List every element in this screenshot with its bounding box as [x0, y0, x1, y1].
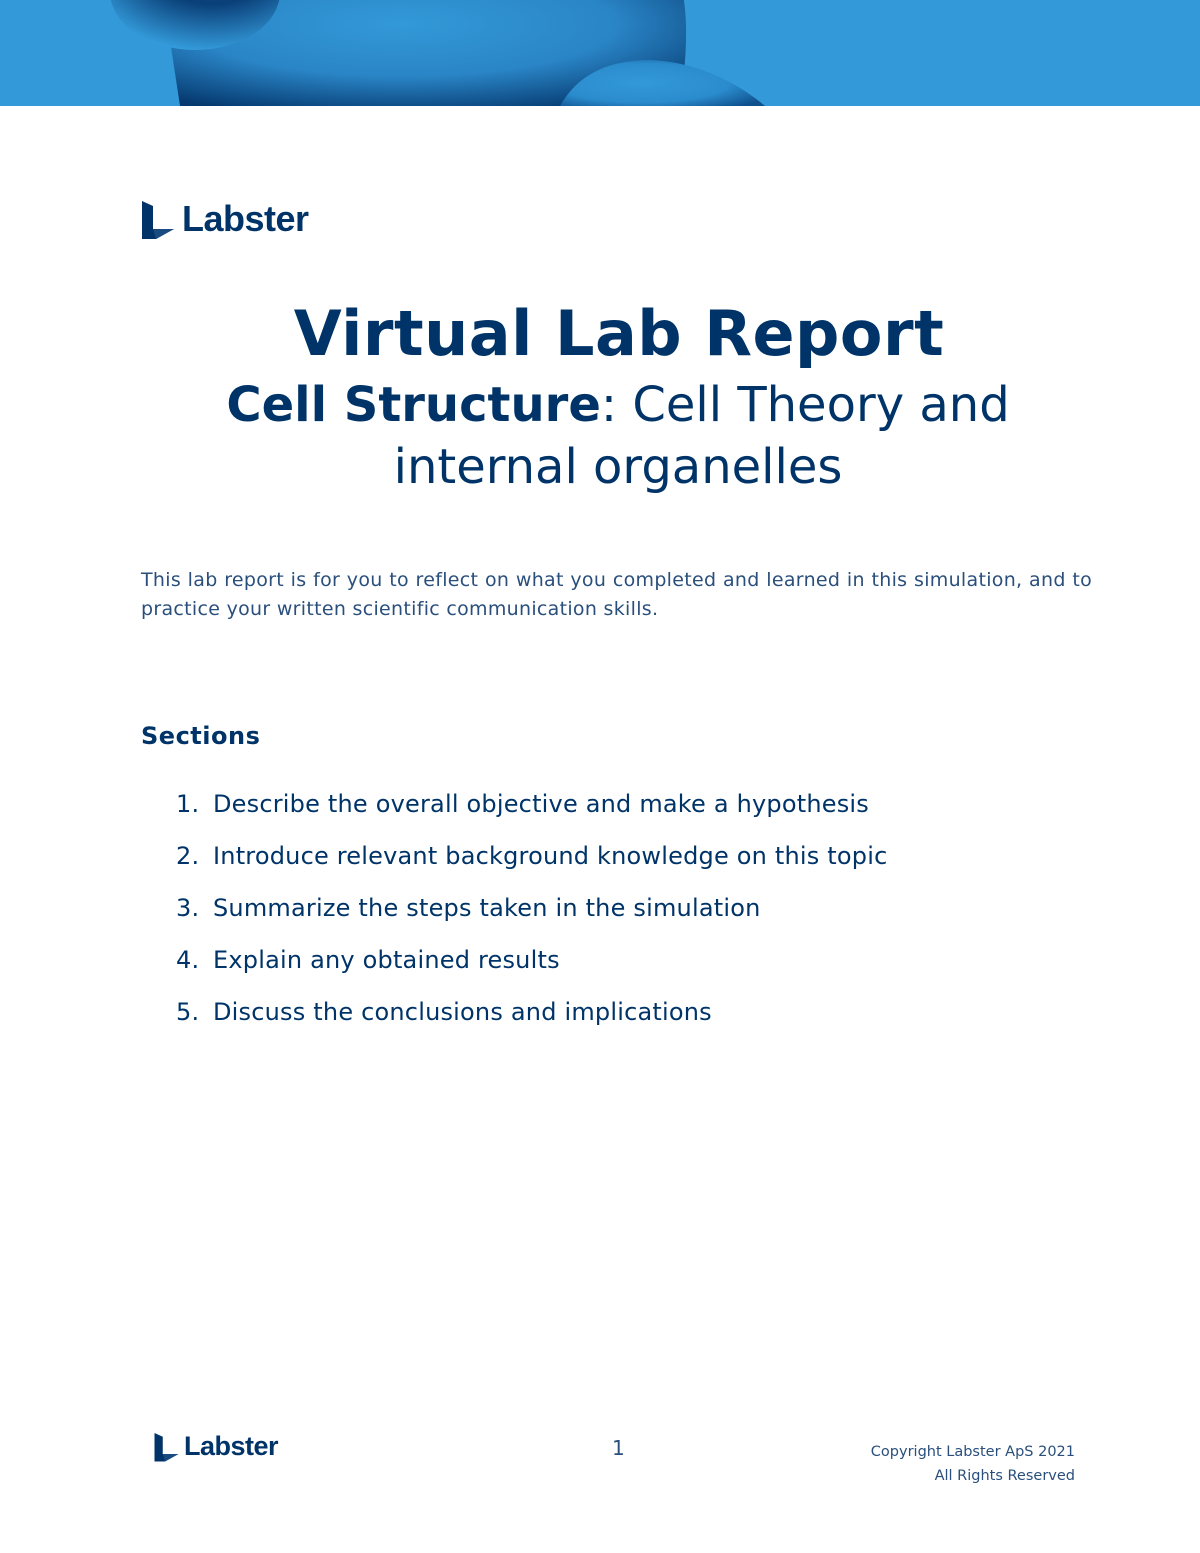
list-item: 5. Discuss the conclusions and implicatio…	[176, 999, 888, 1051]
list-number: 3.	[176, 894, 200, 922]
list-text: Explain any obtained results	[213, 946, 560, 974]
list-number: 5.	[176, 998, 200, 1026]
list-item: 2. Introduce relevant background knowledg…	[176, 843, 888, 895]
labster-logo: Labster	[140, 199, 309, 239]
sections-list: 1. Describe the overall objective and mak…	[176, 791, 888, 1051]
list-item: 3. Summarize the steps taken in the simul…	[176, 895, 888, 947]
page-number: 1	[612, 1436, 625, 1460]
list-item: 1. Describe the overall objective and mak…	[176, 791, 888, 843]
footer-labster-logo: Labster	[153, 1431, 279, 1462]
subtitle-bold-part: Cell Structure	[226, 377, 601, 433]
copyright-notice: Copyright Labster ApS 2021 All Rights Re…	[871, 1440, 1075, 1488]
subtitle-rest: : Cell Theory and internal organelles	[393, 377, 1010, 495]
decorative-blob-graphic	[110, 0, 765, 106]
list-text: Discuss the conclusions and implications	[213, 998, 712, 1026]
intro-paragraph: This lab report is for you to reflect on…	[141, 569, 1092, 620]
document-subtitle: Cell Structure: Cell Theory and internal…	[180, 374, 1056, 498]
list-number: 1.	[176, 790, 200, 818]
footer-labster-wordmark: Labster	[184, 1431, 279, 1461]
list-number: 4.	[176, 946, 200, 974]
labster-logo-icon	[142, 201, 174, 239]
list-number: 2.	[176, 842, 200, 870]
sections-heading: Sections	[141, 722, 261, 750]
copyright-line: Copyright Labster ApS 2021	[870, 1444, 1075, 1460]
labster-logo-icon	[154, 1433, 179, 1462]
list-text: Introduce relevant background knowledge …	[213, 842, 888, 870]
rights-line: All Rights Reserved	[934, 1468, 1075, 1484]
list-item: 4. Explain any obtained results	[176, 947, 888, 999]
header-banner	[0, 0, 1200, 106]
document-title: Virtual Lab Report	[293, 297, 945, 370]
labster-wordmark: Labster	[182, 198, 309, 239]
list-text: Summarize the steps taken in the simulat…	[213, 894, 761, 922]
list-text: Describe the overall objective and make …	[213, 790, 869, 818]
